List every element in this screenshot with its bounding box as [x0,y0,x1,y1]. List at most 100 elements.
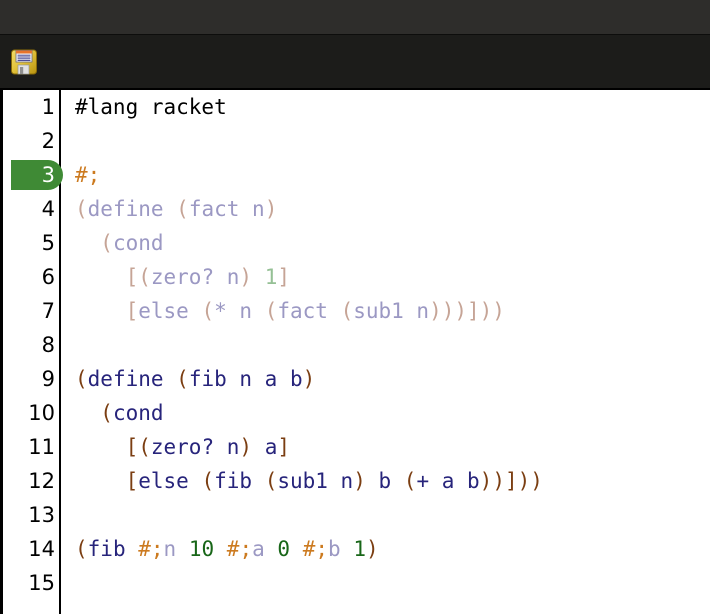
code-token: fact [277,299,341,323]
code-token: zero? n [150,435,240,459]
code-token: define [87,367,177,391]
code-line[interactable]: (fib #;n 10 #;a 0 #;b 1) [75,532,710,566]
code-token: b [365,469,404,493]
code-line[interactable] [75,328,710,362]
code-token: ( [75,367,88,391]
gutter-line-number-text: 3 [41,163,55,187]
code-token: define [87,197,177,221]
gutter-line-number-text: 4 [41,197,55,221]
code-token: [ [125,469,139,493]
gutter-line-number-text: 14 [28,537,55,561]
code-token: zero? n [150,265,240,289]
gutter-line-number-text: 6 [41,265,55,289]
floppy-disk-save-icon [11,49,37,75]
code-line[interactable]: (cond [75,396,710,430]
code-token [75,299,126,323]
code-token: ] [277,435,291,459]
code-token: sub1 n [353,299,430,323]
gutter-line-number[interactable]: 4 [3,192,59,226]
gutter-line-number-text: 2 [41,129,55,153]
code-line[interactable]: (define (fact n) [75,192,710,226]
code-line[interactable]: [(zero? n) a] [75,430,710,464]
gutter-line-number[interactable]: 10 [3,396,59,430]
gutter-line-number[interactable]: 5 [3,226,59,260]
gutter-line-number-text: 1 [41,95,55,119]
code-token: else [138,469,202,493]
code-line[interactable]: #; [75,158,710,192]
code-line[interactable]: [else (* n (fact (sub1 n)))])) [75,294,710,328]
code-token: #; [226,537,253,561]
code-token: 1 [264,265,278,289]
gutter-line-number[interactable]: 8 [3,328,59,362]
code-line[interactable]: (cond [75,226,710,260]
gutter-line-number[interactable]: 1 [3,90,59,124]
gutter-line-number[interactable]: 14 [3,532,59,566]
gutter-line-number[interactable]: 6 [3,260,59,294]
code-token [252,265,265,289]
gutter-line-number[interactable]: 12 [3,464,59,498]
code-token: ( [201,469,215,493]
gutter-line-number[interactable]: 9 [3,362,59,396]
code-token: ( [340,299,354,323]
code-token: cond [112,231,164,255]
gutter-divider [59,90,61,614]
code-line[interactable] [75,566,710,600]
code-token: ( [264,299,278,323]
code-token: b [328,537,341,561]
gutter-line-number-text: 10 [28,401,55,425]
gutter-line-number[interactable]: 2 [3,124,59,158]
code-token [75,231,100,255]
code-token: ( [75,197,88,221]
code-token: ] [277,265,291,289]
code-line[interactable] [75,498,710,532]
code-token: ) [239,435,253,459]
code-token: ( [75,537,88,561]
code-token: n [163,537,177,561]
code-line[interactable]: (define (fib n a b) [75,362,710,396]
code-token: [ [125,299,139,323]
gutter-line-number[interactable]: 15 [3,566,59,600]
code-line[interactable]: [(zero? n) 1] [75,260,710,294]
code-token: 1 [353,537,366,561]
code-token [75,401,100,425]
code-text-area[interactable]: #lang racket #;(define (fact n) (cond [(… [61,90,710,614]
code-token: #; [138,537,164,561]
code-token: a [252,537,265,561]
code-token [252,435,265,459]
gutter-line-number-text: 15 [28,571,55,595]
code-line[interactable] [75,124,710,158]
window-titlebar [0,0,710,34]
code-token: [( [125,435,151,459]
code-token: * n [214,299,265,323]
code-token [75,469,126,493]
code-token: ( [176,197,189,221]
save-button[interactable] [7,44,41,80]
code-token: ( [176,367,189,391]
code-token: ( [403,469,417,493]
code-line[interactable]: #lang racket [75,90,710,124]
gutter-line-number[interactable]: 7 [3,294,59,328]
code-token: fib [214,469,265,493]
code-line[interactable]: [else (fib (sub1 n) b (+ a b))])) [75,464,710,498]
gutter-line-number-text: 9 [41,367,55,391]
code-token: a [264,435,278,459]
code-token: ( [201,299,215,323]
code-token: fact n [188,197,265,221]
code-token: 10 [188,537,215,561]
code-token: [( [125,265,151,289]
code-token: ( [100,401,113,425]
code-token: fib n a b [188,367,303,391]
code-token: ) [239,265,253,289]
code-token [176,537,189,561]
code-token: fib [87,537,139,561]
gutter-line-number-text: 12 [28,469,55,493]
code-token: cond [112,401,164,425]
gutter-line-number[interactable]: 11 [3,430,59,464]
code-token: #; [75,163,101,187]
gutter-line-number[interactable]: 13 [3,498,59,532]
code-token: + a b [416,469,480,493]
gutter-line-number[interactable]: 3 [3,158,63,192]
code-token: sub1 n [277,469,354,493]
